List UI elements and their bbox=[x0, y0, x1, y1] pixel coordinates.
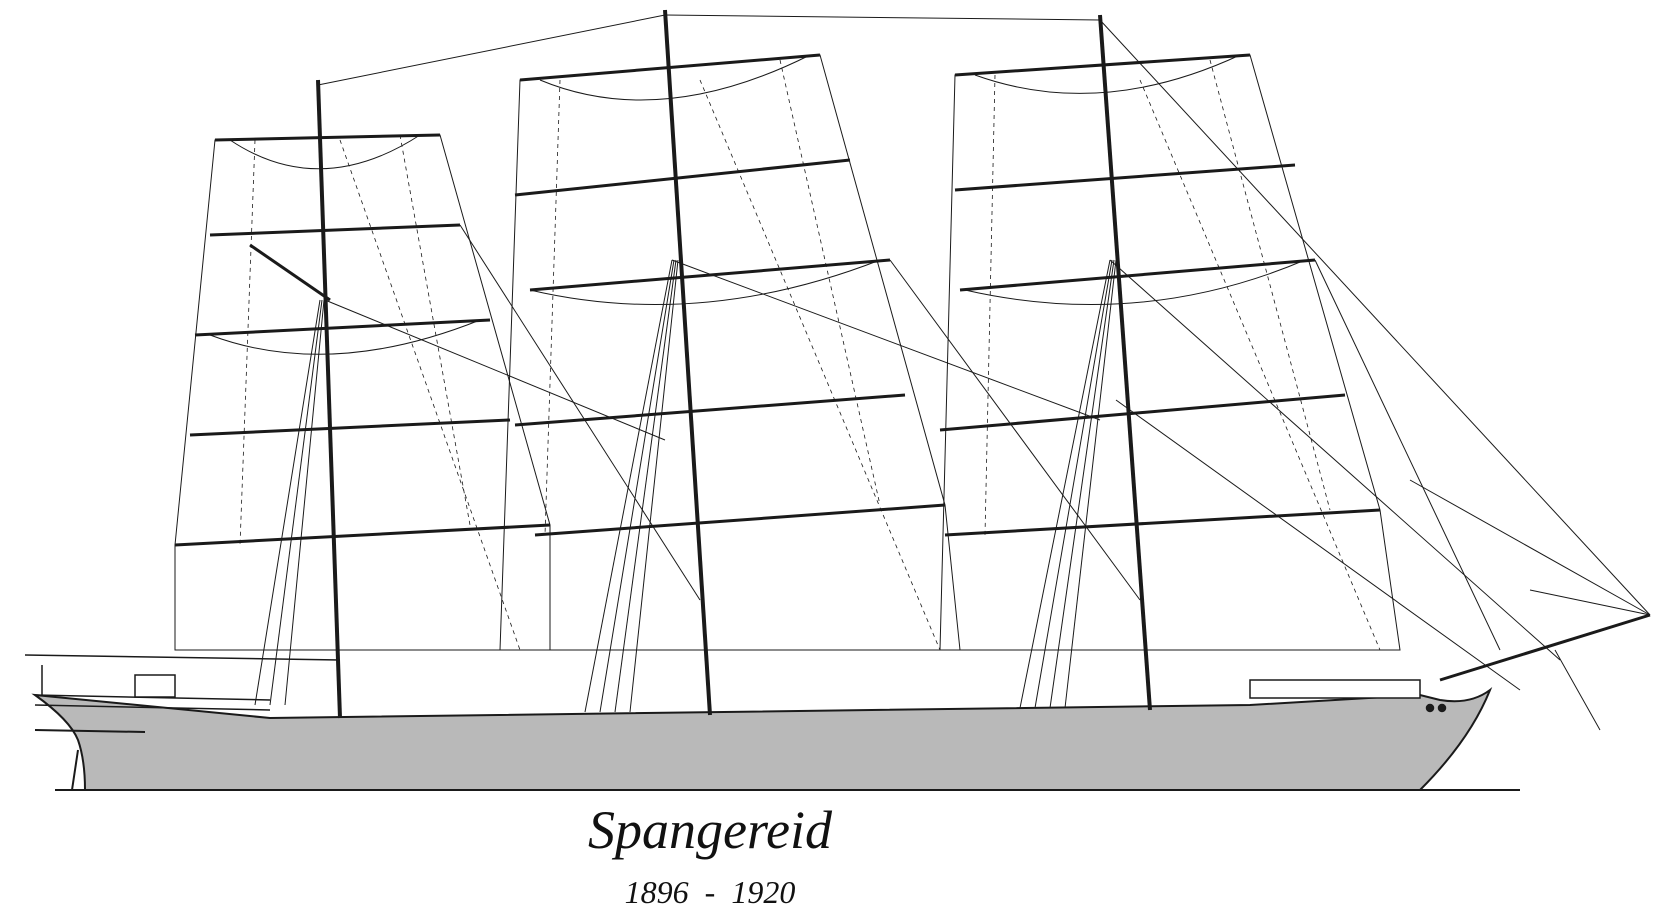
stern-post bbox=[71, 749, 79, 791]
poop-deck bbox=[24, 654, 341, 711]
main-mast bbox=[499, 9, 961, 716]
ship-years: 1896 - 1920 bbox=[624, 874, 796, 910]
ship-name: Spangereid bbox=[588, 800, 832, 860]
hull bbox=[31, 687, 1493, 791]
running-rigging bbox=[239, 59, 1381, 651]
forecastle bbox=[1249, 679, 1447, 713]
mizzen-mast bbox=[174, 79, 551, 719]
stern-rail bbox=[34, 729, 146, 733]
bowsprit bbox=[1439, 613, 1651, 682]
fore-mast bbox=[939, 14, 1401, 711]
ship-plan-drawing bbox=[24, 9, 1651, 791]
stays bbox=[317, 14, 1651, 731]
